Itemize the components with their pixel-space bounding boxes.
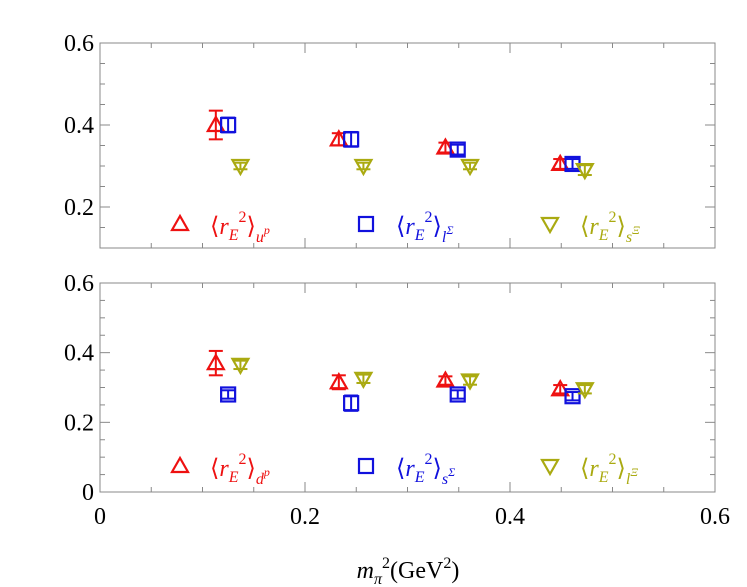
data-point bbox=[460, 373, 480, 391]
data-point bbox=[343, 131, 360, 148]
legend-entry-3: ⟨rE2⟩lΞ bbox=[540, 451, 638, 488]
legend-marker bbox=[357, 215, 375, 233]
legend-label: ⟨rE2⟩sΞ bbox=[580, 209, 640, 246]
data-point bbox=[564, 388, 581, 405]
data-point bbox=[220, 386, 237, 403]
legend-entry-1: ⟨rE2⟩dp bbox=[170, 451, 270, 488]
data-point bbox=[353, 371, 374, 390]
legend-marker bbox=[357, 457, 375, 475]
series-2 bbox=[220, 116, 581, 173]
data-point bbox=[550, 379, 571, 397]
data-point bbox=[435, 370, 456, 388]
legend-entry-2: ⟨rE2⟩sΣ bbox=[357, 451, 455, 488]
legend-marker bbox=[170, 455, 190, 474]
data-point bbox=[230, 357, 251, 376]
data-point bbox=[574, 382, 595, 400]
legend-label: ⟨rE2⟩sΣ bbox=[396, 451, 455, 488]
x-tick-label: 0.2 bbox=[290, 504, 320, 530]
x-tick-label: 0.4 bbox=[495, 504, 525, 530]
data-point bbox=[205, 352, 226, 371]
y-tick-label: 0.2 bbox=[64, 195, 94, 221]
legend-label: ⟨rE2⟩lΞ bbox=[580, 451, 638, 488]
y-tick-label: 0.2 bbox=[64, 410, 94, 436]
data-point bbox=[328, 372, 349, 390]
data-point bbox=[343, 395, 360, 412]
legend-label: ⟨rE2⟩dp bbox=[210, 451, 270, 488]
y-tick-label: 0.6 bbox=[64, 31, 94, 57]
series-3 bbox=[230, 158, 595, 181]
legend-marker bbox=[540, 216, 560, 235]
legend-marker bbox=[170, 213, 190, 232]
bottom-panel: 0 0.2 0.4 0.6 0 0.2 0.4 0.6 ⟨rE2⟩dp ⟨rE2⟩sΣ ⟨rE2⟩l… bbox=[64, 271, 730, 530]
data-point bbox=[449, 141, 466, 158]
x-tick-label: 0 bbox=[94, 504, 106, 530]
data-point bbox=[449, 386, 466, 403]
y-tick-label: 0.6 bbox=[64, 271, 94, 297]
y-tick-label: 0 bbox=[82, 480, 94, 506]
y-tick-label: 0.4 bbox=[64, 113, 94, 139]
x-axis-title: mπ2(GeV2) bbox=[357, 555, 460, 587]
legend-label: ⟨rE2⟩lΣ bbox=[396, 209, 453, 246]
series-3 bbox=[230, 357, 595, 400]
data-point bbox=[205, 114, 226, 133]
legend-entry-3: ⟨rE2⟩sΞ bbox=[540, 209, 640, 246]
legend-entry-1: ⟨rE2⟩up bbox=[170, 209, 270, 246]
series-1 bbox=[205, 109, 571, 172]
legend-label: ⟨rE2⟩up bbox=[210, 209, 270, 246]
legend-entry-2: ⟨rE2⟩lΣ bbox=[357, 209, 453, 246]
data-point bbox=[220, 116, 237, 134]
data-point bbox=[230, 158, 251, 177]
x-tick-label: 0.6 bbox=[700, 504, 730, 530]
series-1 bbox=[205, 349, 571, 397]
data-point bbox=[353, 158, 374, 177]
y-tick-label: 0.4 bbox=[64, 341, 94, 367]
data-point bbox=[460, 158, 480, 177]
x-axis-label: mπ2(GeV2) bbox=[357, 555, 460, 587]
data-point bbox=[550, 153, 571, 172]
top-panel: 0.2 0.4 0.6 ⟨rE2⟩up ⟨rE2⟩lΣ ⟨rE2⟩sΞ bbox=[64, 31, 716, 249]
series-2 bbox=[220, 386, 581, 412]
data-point bbox=[435, 137, 456, 155]
data-point bbox=[574, 163, 595, 181]
legend-marker bbox=[540, 458, 560, 477]
data-point bbox=[328, 129, 349, 147]
